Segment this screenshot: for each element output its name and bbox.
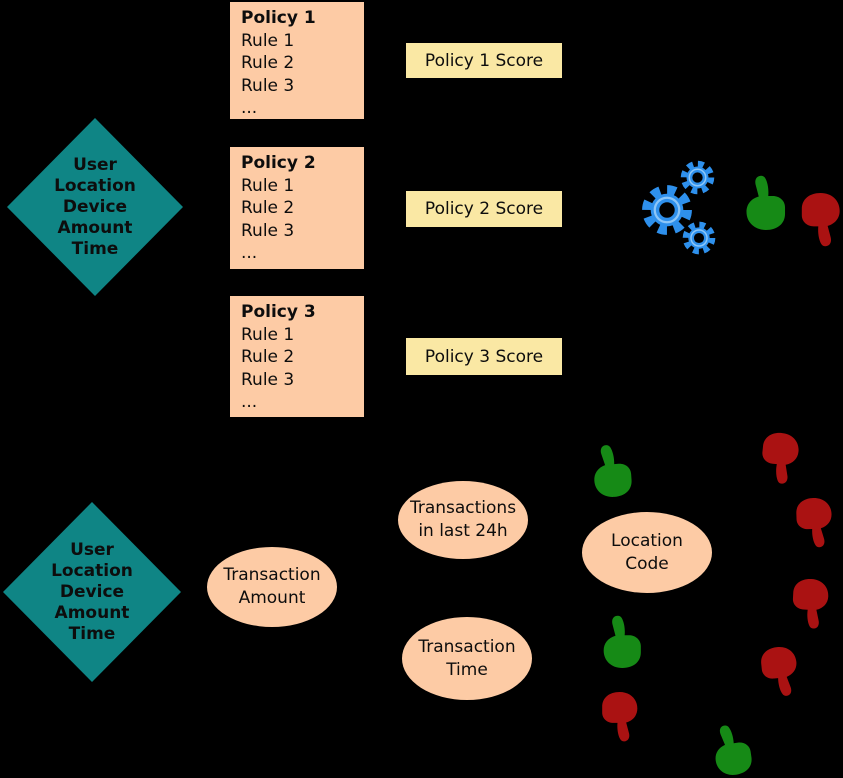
feature-label-line: Amount — [238, 588, 306, 608]
policy-rule: Rule 1 — [241, 30, 295, 51]
thumbs-up-icon — [744, 174, 787, 231]
diamond-line: User — [73, 154, 117, 175]
policy-rule: Rule 3 — [241, 220, 295, 241]
policy-3-score-box: Policy 3 Score — [406, 338, 562, 375]
policy-title: Policy 2 — [241, 153, 316, 173]
feature-label-line: Transaction — [223, 565, 321, 585]
diamond-line: User — [70, 539, 114, 560]
policy-2-box: Policy 2 Rule 1 Rule 2 Rule 3 ... — [230, 147, 364, 269]
policy-rule: ... — [241, 392, 258, 412]
gear-icon — [680, 219, 718, 257]
policy-rule: ... — [241, 98, 258, 118]
score-label: Policy 3 Score — [424, 346, 544, 367]
policy-2-score-box: Policy 2 Score — [406, 191, 562, 227]
diamond-line: Time — [68, 623, 116, 644]
feature-label-line: in last 24h — [418, 521, 508, 541]
policy-rule: Rule 1 — [241, 175, 295, 196]
input-diamond-top: User Location Device Amount Time — [7, 118, 183, 296]
policy-rule: Rule 1 — [241, 324, 295, 345]
feature-label-line: Transactions — [409, 498, 517, 518]
thumbs-down-icon — [754, 430, 805, 488]
diamond-line: Location — [51, 560, 133, 581]
score-label: Policy 2 Score — [424, 199, 544, 219]
diamond-line: Time — [71, 238, 119, 259]
policy-title: Policy 1 — [241, 8, 316, 28]
diamond-line: Location — [54, 175, 136, 196]
policy-3-box: Policy 3 Rule 1 Rule 2 Rule 3 ... — [230, 296, 364, 417]
thumbs-down-icon — [799, 192, 843, 248]
feature-transaction-time: Transaction Time — [402, 617, 532, 700]
score-label: Policy 1 Score — [424, 50, 544, 71]
input-diamond-bottom: User Location Device Amount Time — [3, 502, 181, 682]
policy-rule: ... — [241, 243, 258, 263]
policy-title: Policy 3 — [241, 302, 316, 322]
thumbs-down-icon — [791, 496, 838, 550]
thumbs-up-icon — [707, 720, 758, 778]
diamond-line: Amount — [54, 602, 130, 623]
diamond-line: Amount — [57, 217, 133, 238]
thumbs-down-icon — [597, 691, 643, 743]
thumbs-down-icon — [787, 577, 835, 631]
policy-rule: Rule 2 — [241, 347, 295, 367]
diamond-line: Device — [62, 196, 128, 217]
policy-1-box: Policy 1 Rule 1 Rule 2 Rule 3 ... — [230, 2, 364, 119]
feature-location-code: Location Code — [582, 512, 712, 593]
feature-label-line: Time — [446, 659, 488, 680]
policy-1-score-box: Policy 1 Score — [406, 43, 562, 78]
feature-transaction-amount: Transaction Amount — [207, 547, 337, 627]
policy-rule: Rule 3 — [241, 75, 295, 96]
policy-rule: Rule 3 — [241, 369, 295, 390]
feature-label-line: Transaction — [418, 636, 516, 657]
gear-icon — [678, 158, 717, 197]
feature-label-line: Location — [611, 530, 683, 551]
policy-rule: Rule 2 — [241, 198, 295, 218]
feature-label-line: Code — [625, 553, 669, 574]
policy-rule: Rule 2 — [241, 53, 295, 73]
diamond-line: Device — [59, 581, 125, 602]
thumbs-down-icon — [754, 644, 805, 701]
thumbs-up-icon — [588, 442, 636, 500]
thumbs-up-icon — [600, 614, 644, 669]
gears-icon — [634, 154, 724, 264]
feature-transactions-last-24h: Transactions in last 24h — [398, 481, 528, 559]
